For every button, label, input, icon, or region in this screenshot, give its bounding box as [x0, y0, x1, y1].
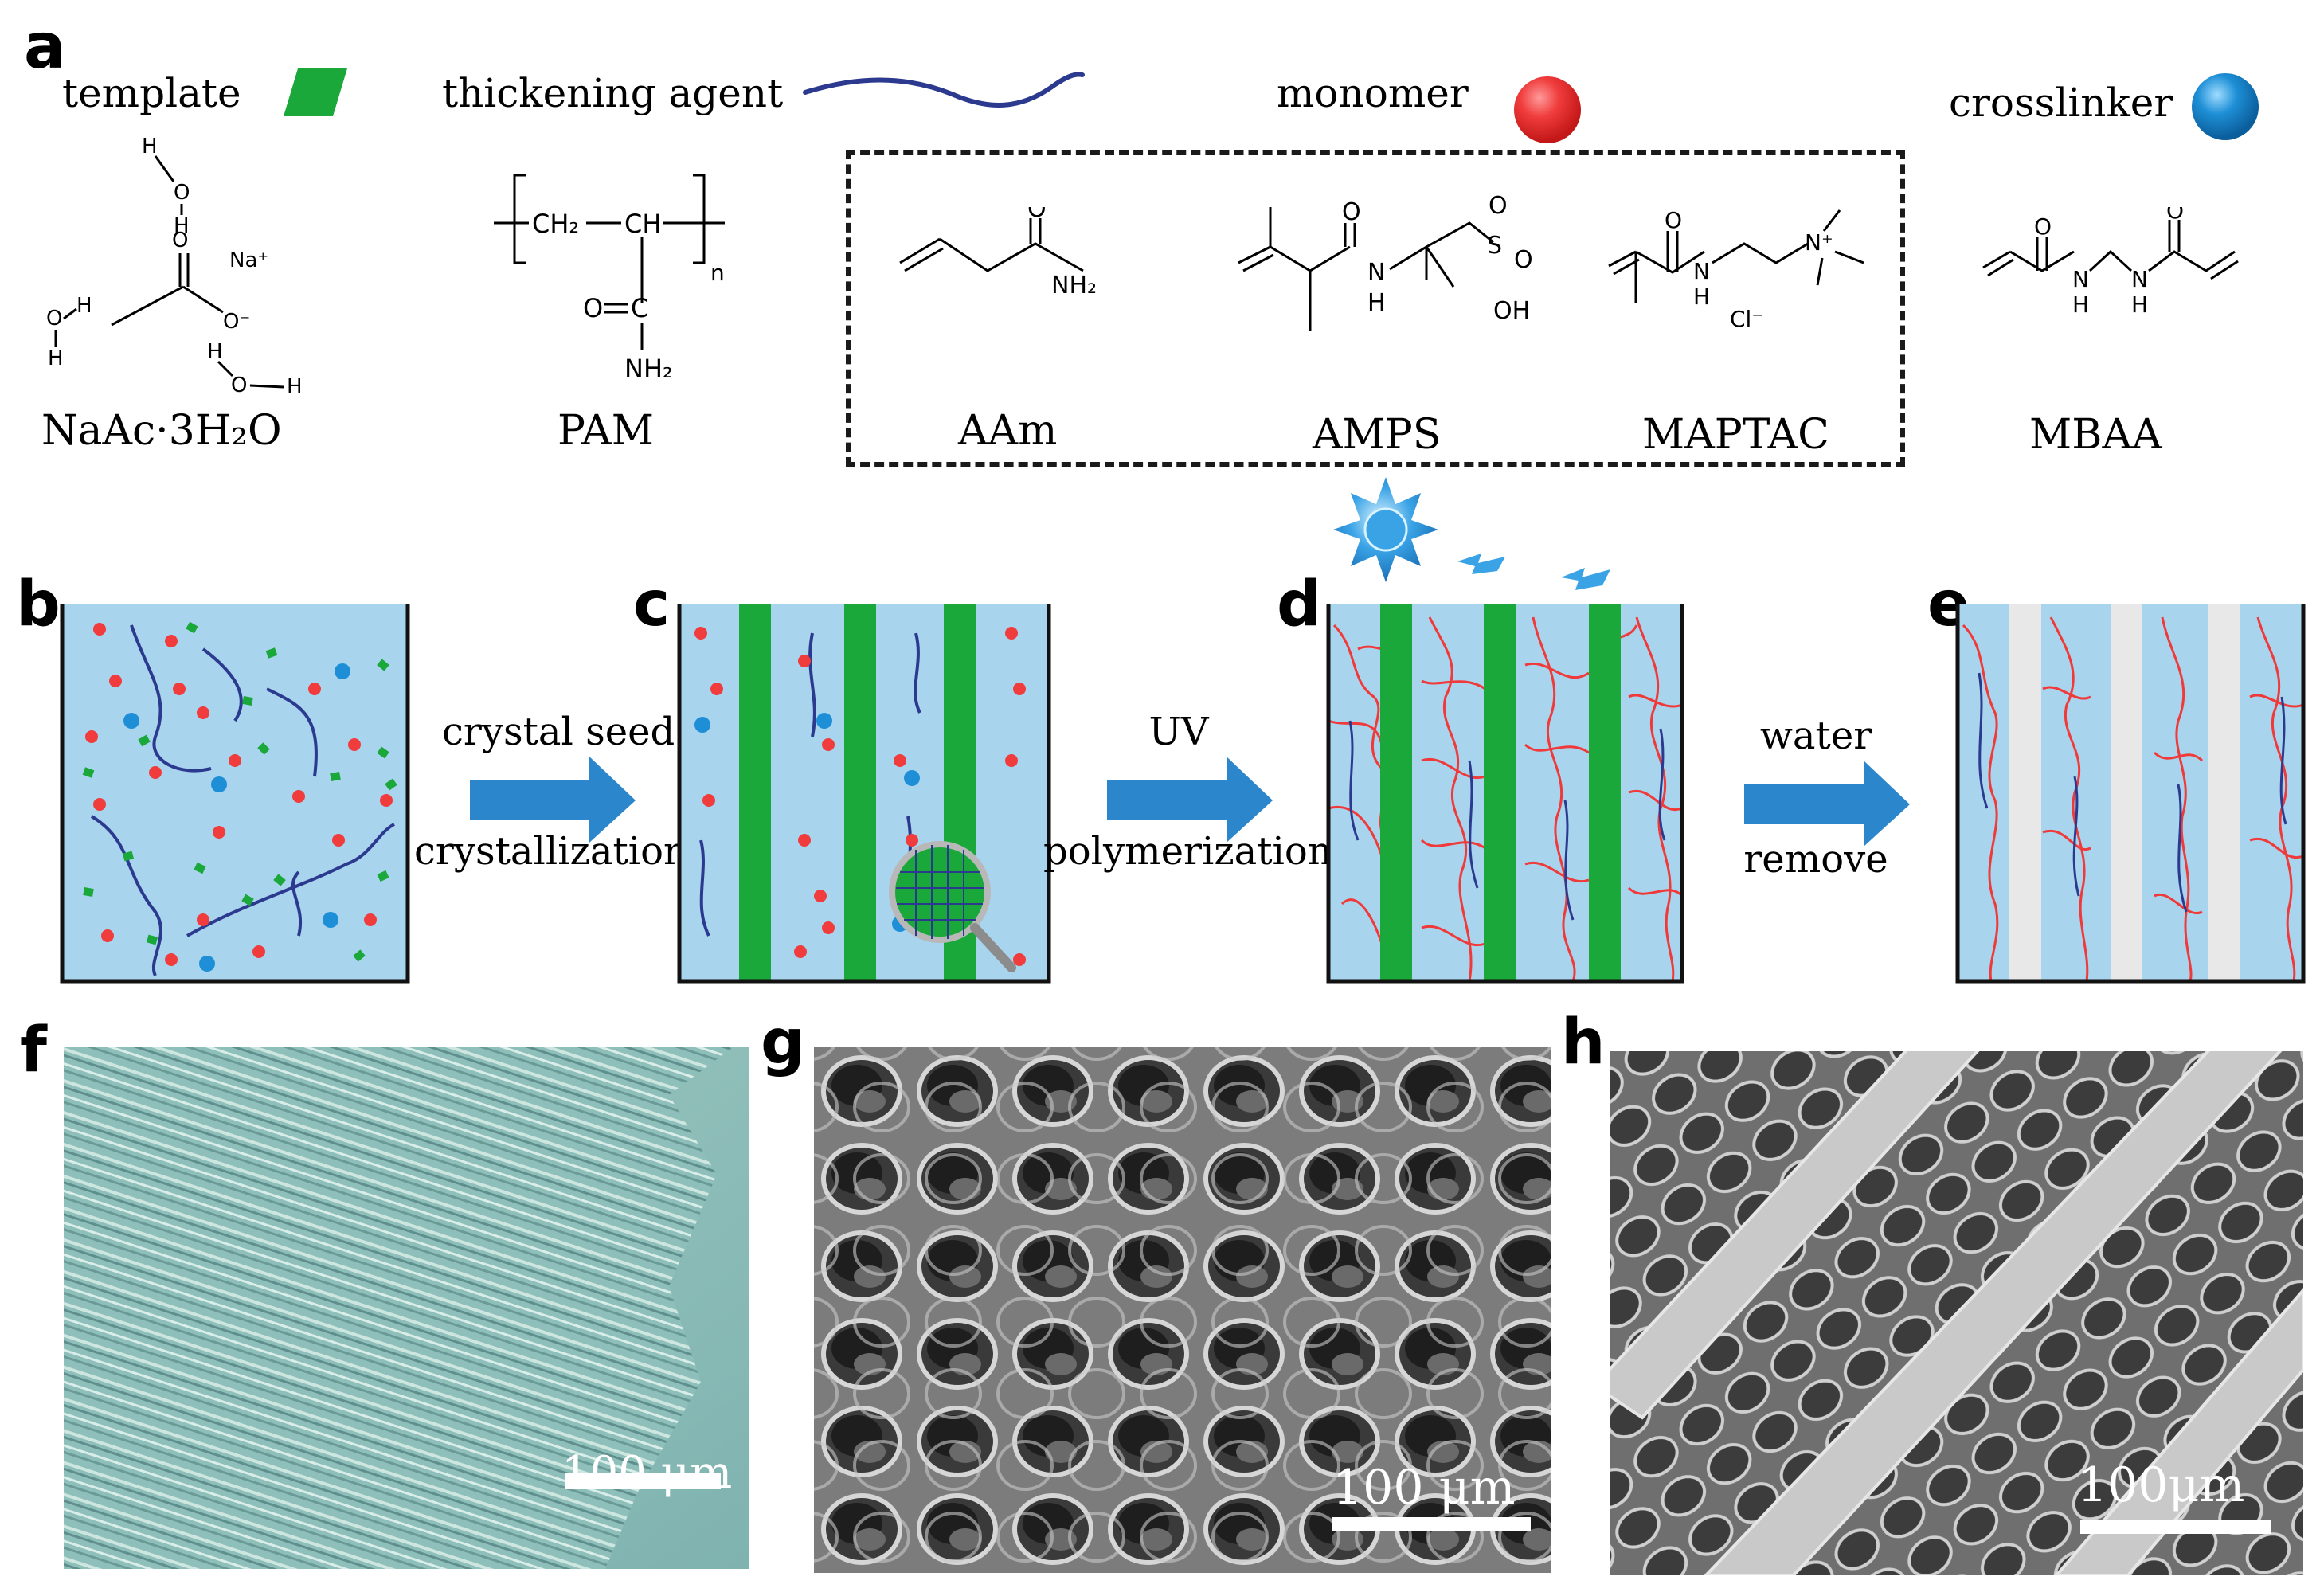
panel-f-optical-micrograph	[64, 1047, 749, 1569]
monomer-dashed-box	[846, 150, 1905, 467]
svg-text:H: H	[2131, 291, 2148, 318]
panel-d-polymerized-container	[1326, 604, 1684, 984]
step3-top-label: water	[1759, 714, 1872, 758]
svg-text:O: O	[2034, 213, 2052, 240]
svg-text:O: O	[583, 293, 603, 323]
svg-text:O: O	[2166, 207, 2184, 224]
svg-text:O⁻: O⁻	[223, 310, 250, 334]
amps-structure: O N H S O O OH	[1238, 192, 1533, 331]
uv-sun-icon	[1333, 477, 1610, 590]
step3-bottom-label: remove	[1743, 837, 1888, 882]
svg-text:H: H	[2072, 291, 2089, 318]
svg-text:O: O	[1342, 198, 1361, 226]
svg-text:NH₂: NH₂	[624, 354, 673, 384]
svg-text:Cl⁻: Cl⁻	[1730, 306, 1763, 332]
thickening-agent-chain-icon	[803, 72, 1085, 108]
template-crystal-icon	[284, 68, 347, 116]
panel-letter-h: h	[1561, 1007, 1606, 1078]
legend-monomer-label: monomer	[1277, 70, 1469, 116]
svg-text:H: H	[207, 340, 223, 364]
svg-text:N: N	[2131, 266, 2148, 292]
panel-h-scale-label: 100μm	[2077, 1457, 2245, 1513]
svg-text:O: O	[1027, 207, 1047, 223]
maptac-structure: O N H N⁺ Cl⁻	[1608, 207, 1864, 332]
svg-text:N: N	[1693, 258, 1710, 284]
mbaa-structure: O N H N H O	[1982, 207, 2239, 318]
svg-text:S: S	[1487, 232, 1502, 260]
svg-text:O: O	[231, 374, 247, 397]
svg-text:O: O	[1514, 246, 1533, 274]
svg-text:H: H	[76, 294, 92, 318]
step1-top-label: crystal seed	[442, 710, 675, 754]
crosslinker-sphere-icon	[2192, 73, 2259, 140]
svg-text:NH₂: NH₂	[1051, 272, 1097, 299]
svg-text:O: O	[46, 307, 62, 331]
svg-text:H: H	[48, 346, 64, 370]
panel-g-scale-label: 100 μm	[1332, 1460, 1516, 1516]
naac-structure: H O H O O⁻ Na⁺ O H H H O H	[46, 135, 303, 398]
step2-bottom-label: polymerization	[1043, 829, 1332, 874]
panel-letter-b: b	[16, 569, 61, 640]
panel-letter-g: g	[761, 1007, 805, 1078]
monomer-sphere-icon	[1514, 76, 1581, 143]
panel-letter-d: d	[1277, 569, 1321, 640]
chem-name-maptac: MAPTAC	[1642, 411, 1829, 459]
panel-b-solution-container	[60, 604, 410, 984]
panel-letter-c: c	[633, 569, 671, 640]
legend-crosslinker-label: crosslinker	[1949, 80, 2173, 126]
step1-bottom-label: crystallization	[414, 829, 688, 874]
svg-text:N: N	[1367, 259, 1385, 287]
step2-arrow	[1107, 757, 1273, 843]
step2-top-label: UV	[1148, 710, 1209, 754]
pam-structure: CH₂ CH n O C NH₂	[494, 174, 725, 384]
svg-text:n: n	[710, 260, 725, 286]
step1-arrow	[470, 757, 636, 843]
panel-letter-f: f	[20, 1015, 47, 1086]
svg-text:CH₂: CH₂	[532, 209, 579, 239]
svg-text:H: H	[1693, 284, 1710, 310]
step3-arrow	[1744, 761, 1910, 847]
svg-text:CH: CH	[624, 209, 661, 239]
svg-text:H: H	[142, 135, 158, 158]
magnifier-icon	[889, 841, 1016, 972]
panel-h-sem-micrograph	[1610, 1051, 2303, 1575]
legend-template-label: template	[62, 70, 241, 116]
panel-f-scale-label: 100 μm	[561, 1447, 733, 1499]
svg-text:H: H	[1367, 289, 1386, 317]
chem-name-mbaa: MBAA	[2029, 411, 2162, 459]
svg-text:H: H	[174, 214, 190, 238]
svg-text:C: C	[631, 293, 648, 323]
panel-e-porous-container	[1955, 604, 2306, 984]
svg-text:O: O	[172, 229, 188, 252]
panel-g-sem-micrograph	[814, 1047, 1551, 1573]
svg-text:N⁺: N⁺	[1805, 229, 1833, 256]
panel-letter-a: a	[24, 11, 66, 83]
chem-name-aam: AAm	[958, 407, 1058, 455]
svg-text:O: O	[174, 181, 190, 205]
aam-structure: O NH₂	[899, 207, 1097, 299]
svg-text:Na⁺: Na⁺	[229, 248, 268, 272]
chem-name-amps: AMPS	[1313, 411, 1442, 459]
legend-thickening-label: thickening agent	[442, 70, 784, 116]
chem-name-naac: NaAc·3H₂O	[41, 407, 282, 455]
svg-text:O: O	[1665, 207, 1682, 233]
svg-text:H: H	[287, 375, 303, 398]
svg-text:O: O	[1489, 192, 1508, 220]
svg-text:OH: OH	[1493, 297, 1530, 325]
panel-c-crystallized-container	[677, 604, 1051, 984]
svg-text:N: N	[2072, 266, 2089, 292]
chem-name-pam: PAM	[558, 407, 655, 455]
